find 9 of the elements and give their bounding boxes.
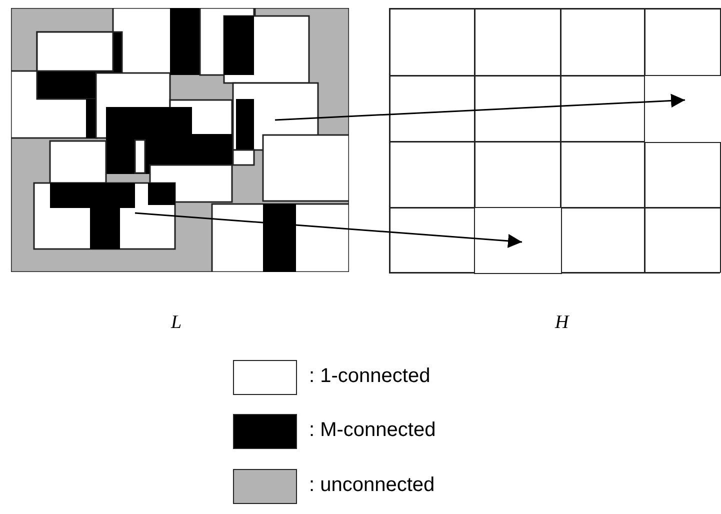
panel-label: L — [171, 312, 182, 334]
legend-label: : M-connected — [309, 419, 436, 442]
arrow — [274, 94, 686, 121]
grid-cell — [644, 75, 721, 142]
panel-label: H — [555, 312, 569, 334]
grid-cell — [474, 207, 562, 274]
legend-label: : 1-connected — [309, 365, 430, 388]
arrow — [134, 212, 522, 248]
legend-label: : unconnected — [309, 474, 435, 497]
